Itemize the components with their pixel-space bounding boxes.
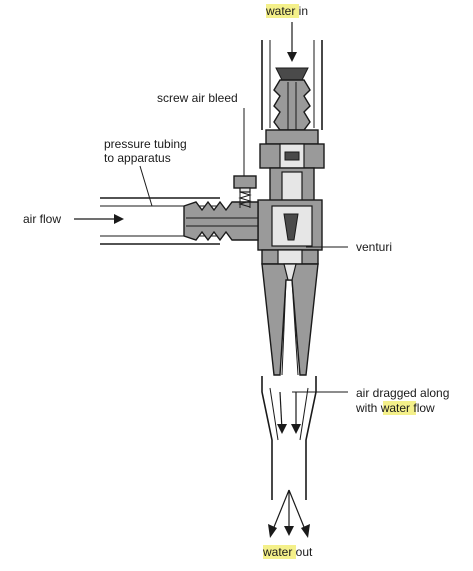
- t-junction-body: [257, 199, 323, 251]
- coupling-nut: [259, 129, 325, 205]
- inlet-hose: [261, 40, 323, 130]
- screw-air-bleed: [233, 175, 257, 208]
- water-in-arrow: [287, 22, 297, 62]
- air-flow-arrow: [74, 214, 124, 224]
- outlet-hose: [261, 376, 317, 500]
- svg-text:water in: water in: [265, 4, 308, 18]
- internal-flow-arrows: [277, 391, 301, 434]
- svg-text:water out: water out: [262, 545, 313, 559]
- side-tubing: [100, 197, 220, 245]
- water-out-arrows: [268, 489, 310, 538]
- label-air-flow: air flow: [23, 212, 61, 226]
- lower-connector: [261, 249, 319, 265]
- label-water-in: water in: [265, 4, 308, 18]
- label-water-out: water out: [262, 545, 313, 559]
- leader-lines: [139, 108, 348, 393]
- label-pressure-tubing-line1: pressure tubing: [104, 137, 187, 151]
- venturi-body: [261, 263, 319, 376]
- label-air-dragged-line2: with water flow: [355, 401, 435, 415]
- label-screw-air-bleed: screw air bleed: [157, 91, 238, 105]
- inlet-nozzle: [273, 67, 311, 131]
- side-barb: [183, 200, 259, 242]
- svg-text:with water flow: with water flow: [355, 401, 435, 415]
- label-venturi: venturi: [356, 240, 392, 254]
- label-pressure-tubing-line2: to apparatus: [104, 151, 171, 165]
- label-air-dragged-line1: air dragged along: [356, 386, 449, 400]
